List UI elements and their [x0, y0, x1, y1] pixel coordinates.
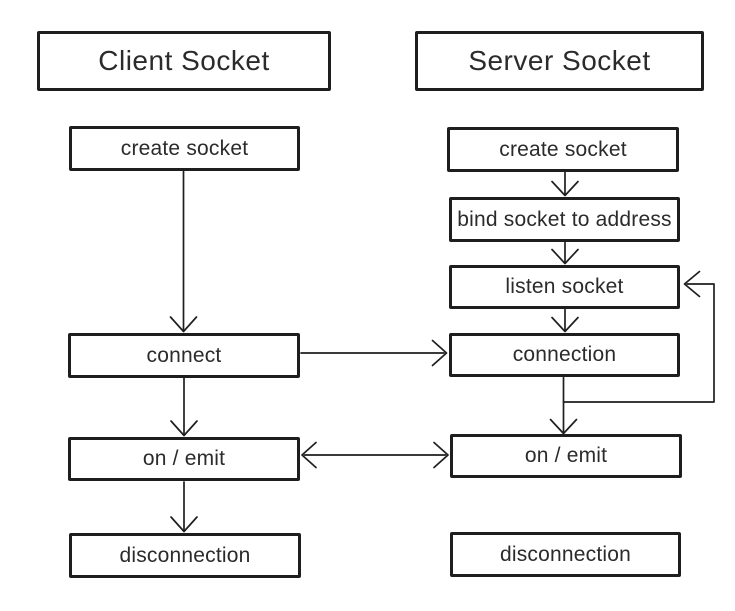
client-create-socket-box: create socket	[69, 126, 300, 171]
server-on-emit-box: on / emit	[450, 434, 682, 478]
server-listen-socket-box: listen socket	[449, 265, 680, 309]
arrow-server-listen-to-connection	[551, 308, 579, 333]
server-socket-header: Server Socket	[415, 31, 704, 91]
client-connect-box: connect	[68, 333, 300, 378]
arrow-server-create-to-bind	[551, 171, 579, 197]
arrow-server-connection-loop-to-listen	[562, 270, 715, 403]
client-disconnection-box: disconnection	[69, 533, 301, 578]
arrow-connect-to-connection	[300, 339, 448, 367]
server-create-socket-box: create socket	[447, 127, 679, 172]
server-bind-socket-box: bind socket to address	[449, 197, 680, 242]
server-connection-box: connection	[449, 333, 680, 377]
arrow-server-bind-to-listen	[551, 241, 579, 265]
arrow-client-create-to-connect	[169, 170, 198, 333]
arrow-server-connection-to-onemit	[549, 376, 578, 435]
server-disconnection-box: disconnection	[450, 532, 681, 577]
arrow-client-connect-to-onemit	[170, 377, 198, 437]
arrow-client-onemit-to-disconnection	[170, 481, 198, 533]
arrow-onemit-bidirectional	[301, 441, 449, 469]
client-on-emit-box: on / emit	[68, 437, 300, 481]
client-socket-header: Client Socket	[37, 31, 331, 91]
